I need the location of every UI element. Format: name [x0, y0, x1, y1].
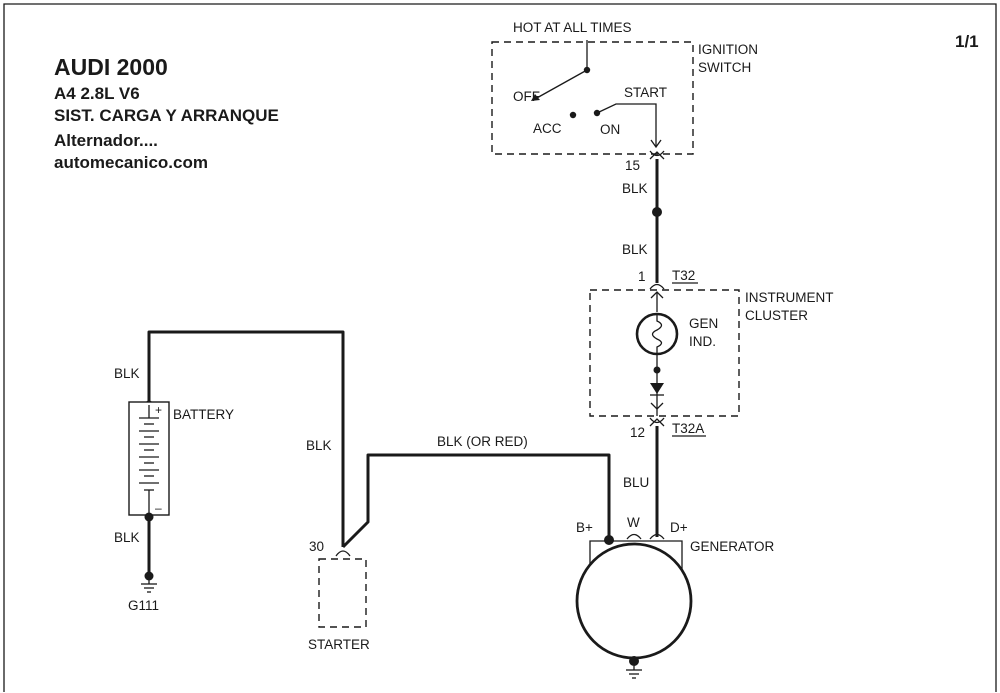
cluster-connector-t32a: T32A [672, 421, 704, 436]
ignition-pin-15: 15 [625, 158, 640, 173]
generator-body-icon [575, 542, 693, 660]
cluster-name-1: INSTRUMENT [745, 290, 834, 305]
battery-name: BATTERY [173, 407, 234, 422]
starter-pin-30: 30 [309, 539, 324, 554]
diode-icon [650, 383, 664, 394]
cluster-connector-t32: T32 [672, 268, 695, 283]
acc-contact [569, 111, 577, 119]
wire-battery-to-starter [147, 330, 345, 547]
start-arrow [650, 139, 662, 149]
battery-cells-icon [139, 405, 159, 517]
generator-name: GENERATOR [690, 539, 775, 554]
pos-start-label: START [624, 85, 667, 100]
starter-name: STARTER [308, 637, 370, 652]
cluster-connector-out-pin [649, 418, 665, 427]
ignition-switch-housing [491, 41, 694, 155]
starter: 30 STARTER [308, 539, 370, 652]
generator-ground-point [629, 656, 639, 666]
wire-label-blu: BLU [623, 475, 649, 490]
pos-off-label: OFF [513, 89, 540, 104]
generator-pin-b-plus: B+ [576, 520, 593, 535]
cluster-connector-out [649, 417, 665, 424]
ignition-connector-pin [649, 151, 665, 160]
cluster-out-arrow [650, 402, 664, 410]
starter-connector-30 [335, 550, 351, 557]
battery-plus: + [155, 403, 162, 417]
generator-terminal-bracket [589, 540, 683, 572]
generator-b-plus-terminal [604, 535, 614, 545]
switch-blade [534, 69, 588, 100]
ignition-connector-15 [649, 150, 665, 157]
wire-label-blk-1: BLK [622, 181, 648, 196]
starter-housing [318, 558, 367, 628]
generator-pin-w: W [627, 515, 640, 530]
hot-at-all-times-label: HOT AT ALL TIMES [513, 20, 632, 35]
wire-label-blk-battery-neg: BLK [114, 530, 140, 545]
system-line: SIST. CARGA Y ARRANQUE [54, 106, 279, 125]
generator-w-connector [626, 533, 642, 540]
pos-acc-label: ACC [533, 121, 562, 136]
pos-on-label: ON [600, 122, 620, 137]
wire-label-blk-battery-pos: BLK [114, 366, 140, 381]
instrument-cluster: 1 T32 GEN IND. INSTRUMENT CLUSTER 12 T32… [589, 268, 834, 440]
wire-starter-to-generator [341, 453, 611, 549]
ground-label-g111: G111 [128, 598, 159, 613]
website-line: automecanico.com [54, 153, 208, 172]
diagram-title: AUDI 2000 [54, 54, 168, 80]
ignition-switch: HOT AT ALL TIMES OFF ACC ON START IGNITI… [491, 20, 758, 173]
battery-minus: – [155, 501, 162, 515]
generator-pin-d-plus: D+ [670, 520, 688, 535]
cluster-splice [653, 366, 661, 374]
start-contact-path [596, 103, 657, 146]
switch-blade-arrow [531, 94, 540, 101]
ground-point-g111 [144, 571, 154, 581]
generator-d-plus-connector [649, 533, 665, 540]
battery: BLK + – BATTERY BLK G111 [114, 330, 345, 613]
splice-point [652, 207, 662, 217]
ignition-switch-name-2: SWITCH [698, 60, 751, 75]
lamp-filament [651, 314, 663, 354]
cluster-connector-in [649, 283, 665, 290]
generator-ground-icon [626, 666, 642, 679]
model-line: A4 2.8L V6 [54, 84, 140, 103]
generator: B+ W D+ GENERATOR [575, 515, 775, 679]
ignition-switch-name-1: IGNITION [698, 42, 758, 57]
cluster-pin-12: 12 [630, 425, 645, 440]
section-line: Alternador.... [54, 131, 158, 150]
wire-label-blk-2: BLK [622, 242, 648, 257]
gen-indicator-label-2: IND. [689, 334, 716, 349]
gen-indicator-label-1: GEN [689, 316, 718, 331]
cluster-housing [589, 289, 740, 417]
wire-label-blk-starter: BLK [306, 438, 332, 453]
page-frame [3, 3, 997, 692]
wire-label-blk-or-red: BLK (OR RED) [437, 434, 528, 449]
ground-icon [141, 580, 157, 593]
page-number: 1/1 [955, 32, 979, 51]
cluster-name-2: CLUSTER [745, 308, 808, 323]
cluster-pin-1: 1 [638, 269, 646, 284]
